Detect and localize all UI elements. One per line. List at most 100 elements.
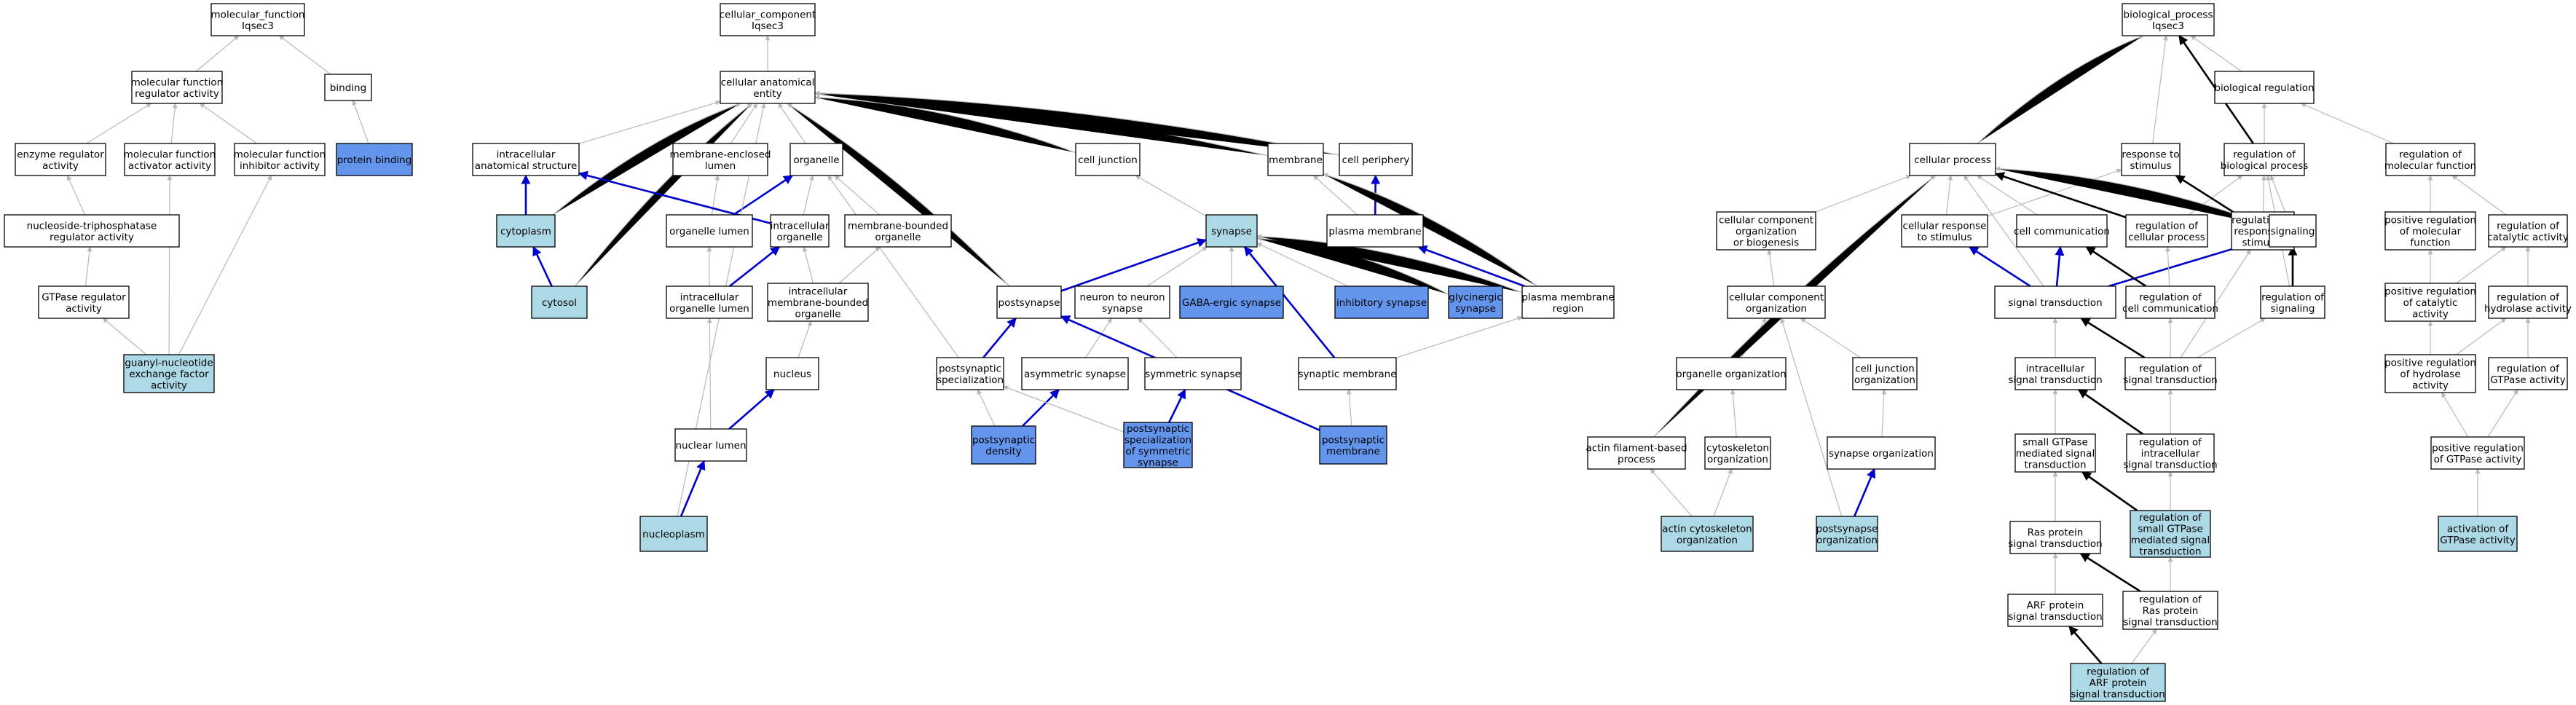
node-organelle-lumen[interactable]: organelle lumen <box>666 214 753 248</box>
node-label-line: Ras protein <box>2143 605 2199 617</box>
node-label-line: biological regulation <box>2214 82 2314 94</box>
node-cytosol[interactable]: cytosol <box>531 285 588 319</box>
node-cellular-process[interactable]: cellular process <box>1909 143 1996 176</box>
edge-nucleoplasm-to-nuclumen <box>680 460 706 517</box>
node-label-line: activity <box>151 380 187 392</box>
node-postsynapse[interactable]: postsynapse <box>996 285 1062 319</box>
node-inhibitory-synapse[interactable]: inhibitory synapse <box>1334 285 1429 319</box>
node-nuclear-lumen[interactable]: nuclear lumen <box>674 428 747 462</box>
edge-rmf-to-br <box>2301 103 2394 144</box>
node-label-line: molecular_function <box>211 9 305 20</box>
node-asymmetric-synapse[interactable]: asymmetric synapse <box>1021 357 1129 390</box>
node-label-line: cellular component <box>1729 291 1824 303</box>
node-synaptic-membrane[interactable]: synaptic membrane <box>1298 357 1397 390</box>
node-biological-regulation[interactable]: biological regulation <box>2214 71 2315 104</box>
edge-gnef-to-mfaa <box>167 175 173 355</box>
node-synapse[interactable]: synapse <box>1205 214 1258 248</box>
node-label-line: density <box>985 446 1022 457</box>
edge-rst-to-rsig <box>2197 318 2266 358</box>
node-box <box>765 357 819 390</box>
node-symmetric-synapse[interactable]: symmetric synapse <box>1144 357 1242 390</box>
node-binding[interactable]: binding <box>324 74 372 101</box>
node-cell-communication[interactable]: cell communication <box>2014 214 2110 248</box>
node-cytoplasm[interactable]: cytoplasm <box>496 214 556 248</box>
node-nucleus[interactable]: nucleus <box>765 357 819 390</box>
node-plasma-membrane[interactable]: plasma membrane <box>1326 214 1424 248</box>
node-cell-periphery[interactable]: cell periphery <box>1339 143 1413 176</box>
node-membrane[interactable]: membrane <box>1267 143 1324 176</box>
node-label-line: of hydrolase <box>2400 369 2460 380</box>
node-label-line: nucleoside-triphosphatase <box>27 220 157 232</box>
node-organelle-organization[interactable]: organelle organization <box>1676 357 1787 390</box>
edge-mfra-to-mf <box>195 35 240 72</box>
node-protein-binding[interactable]: protein binding <box>336 143 413 176</box>
node-organelle[interactable]: organelle <box>789 143 843 176</box>
node-cell-junction[interactable]: cell junction <box>1075 143 1141 176</box>
node-nucleoplasm[interactable]: nucleoplasm <box>639 516 708 552</box>
edge-mfia-to-mfra <box>199 103 258 144</box>
node-label-line: response to <box>2122 149 2179 160</box>
node-synapse-organization[interactable]: synapse organization <box>1827 436 1936 470</box>
node-signaling[interactable]: signaling <box>2269 214 2317 248</box>
node-gaba-ergic-synapse[interactable]: GABA-ergic synapse <box>1179 285 1284 319</box>
edge-inhib-to-synapse <box>1256 243 1349 287</box>
edge-ias-to-cae <box>578 100 721 144</box>
node-signal-transduction[interactable]: signal transduction <box>1994 285 2116 319</box>
